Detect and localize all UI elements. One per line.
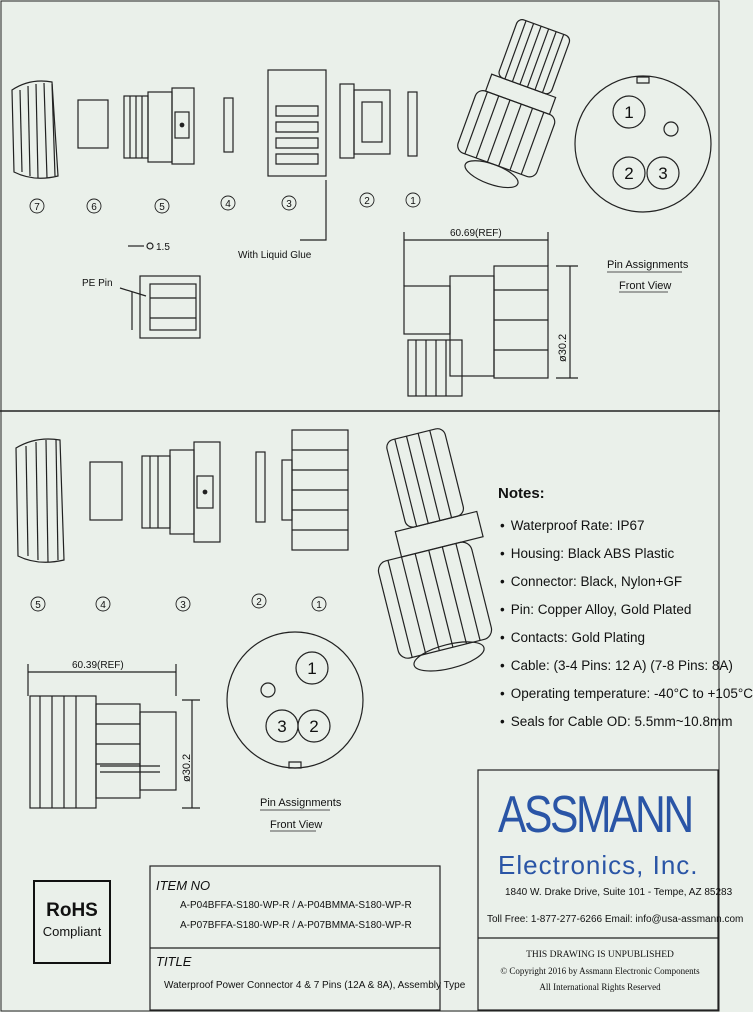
pin-assignments-title-top: Pin Assignments <box>607 259 689 271</box>
callout-bottom-5: 5 <box>35 600 41 611</box>
callout-bottom-2: 2 <box>256 597 262 608</box>
rohs-title: RoHS <box>46 900 98 921</box>
callout-circles <box>29 192 421 612</box>
pe-dimension-label: 1.5 <box>156 242 170 253</box>
top-part-3 <box>267 69 327 177</box>
glue-label: With Liquid Glue <box>238 250 312 261</box>
rohs-badge: RoHS Compliant <box>33 880 111 964</box>
top-assembled-view <box>457 19 571 189</box>
title-label: TITLE <box>156 954 192 969</box>
company-contact: Toll Free: 1-877-277-6266 Email: info@us… <box>487 914 744 925</box>
note-item: Seals for Cable OD: 5.5mm~10.8mm <box>500 708 733 736</box>
callout-top-7: 7 <box>34 202 40 213</box>
item-no-line-2: A-P07BFFA-S180-WP-R / A-P07BMMA-S180-WP-… <box>180 920 412 931</box>
pin-bottom-1: 1 <box>307 659 316 678</box>
top-section-view <box>403 232 578 397</box>
glue-leader <box>300 180 327 241</box>
company-address: 1840 W. Drake Drive, Suite 101 - Tempe, … <box>505 887 733 898</box>
pe-pin-label: PE Pin <box>82 278 113 289</box>
callout-bottom-4: 4 <box>100 600 106 611</box>
note-item: Housing: Black ABS Plastic <box>500 540 720 568</box>
pin-assignments-title-bottom: Pin Assignments <box>260 797 342 809</box>
item-no-label: ITEM NO <box>156 878 211 893</box>
notes-list: Waterproof Rate: IP67 Housing: Black ABS… <box>500 512 753 736</box>
bottom-part-4 <box>89 461 123 521</box>
callout-bottom-1: 1 <box>316 600 322 611</box>
note-item: Contacts: Gold Plating <box>500 624 720 652</box>
copyright-text: Copyright 2016 by Assmann Electronic Com… <box>509 966 700 976</box>
company-block-frame <box>477 769 719 1011</box>
top-length-dimension: 60.69(REF) <box>450 228 502 239</box>
callout-top-1: 1 <box>410 196 416 207</box>
top-part-5 <box>123 87 195 165</box>
note-item: Pin: Copper Alloy, Gold Plated <box>500 596 720 624</box>
pin-bottom-2: 2 <box>309 717 318 736</box>
item-no-line-1: A-P04BFFA-S180-WP-R / A-P04BMMA-S180-WP-… <box>180 900 412 911</box>
top-part-2 <box>339 83 391 159</box>
rohs-subtitle: Compliant <box>42 924 102 939</box>
title-block-frame <box>149 865 441 1011</box>
unpublished-notice: THIS DRAWING IS UNPUBLISHED <box>526 950 674 960</box>
note-item: Cable: (3-4 Pins: 12 A) (7-8 Pins: 8A) <box>500 652 733 680</box>
note-item: Waterproof Rate: IP67 <box>500 512 720 540</box>
top-diameter-dimension: ø30.2 <box>557 334 569 362</box>
pin-front-view-top: Front View <box>619 280 671 292</box>
sheet-border <box>0 0 720 1012</box>
notes-title: Notes: <box>498 485 545 502</box>
pin-top-3: 3 <box>658 164 667 183</box>
pin-top-1: 1 <box>624 103 633 122</box>
top-part-6 <box>77 99 109 149</box>
callout-top-4: 4 <box>225 199 231 210</box>
pin-top-2: 2 <box>624 164 633 183</box>
pe-pin-detail <box>119 242 201 339</box>
copyright-notice: © Copyright 2016 by Assmann Electronic C… <box>500 966 700 976</box>
bottom-pin-face <box>226 631 364 769</box>
bottom-length-dimension: 60.39(REF) <box>72 660 124 671</box>
top-pin-face <box>574 75 712 213</box>
bottom-section-view <box>27 664 200 809</box>
bottom-part-1 <box>281 429 349 551</box>
pin-bottom-3: 3 <box>277 717 286 736</box>
title-text: Waterproof Power Connector 4 & 7 Pins (1… <box>164 980 466 991</box>
callout-top-2: 2 <box>364 196 370 207</box>
bottom-assembled-view <box>377 428 493 672</box>
top-part-4 <box>223 97 234 153</box>
callout-top-6: 6 <box>91 202 97 213</box>
note-item: Operating temperature: -40°C to +105°C <box>500 680 753 708</box>
company-subtitle: Electronics, Inc. <box>498 850 699 880</box>
callout-bottom-3: 3 <box>180 600 186 611</box>
top-part-1 <box>407 91 418 157</box>
drawing-sheet: 7 6 5 4 3 2 1 5 4 3 2 1 1 2 3 1 2 3 1.5 … <box>0 0 720 1012</box>
company-logo: ASSMANN <box>498 786 694 844</box>
bottom-part-5 <box>15 438 65 563</box>
bottom-part-3 <box>141 441 221 543</box>
note-item: Connector: Black, Nylon+GF <box>500 568 720 596</box>
bottom-diameter-dimension: ø30.2 <box>181 754 193 782</box>
rights-notice: All International Rights Reserved <box>539 982 661 992</box>
callout-top-3: 3 <box>286 199 292 210</box>
pin-front-view-bottom: Front View <box>270 819 322 831</box>
callout-top-5: 5 <box>159 202 165 213</box>
top-part-7 <box>11 80 59 179</box>
bottom-part-2 <box>255 451 266 523</box>
